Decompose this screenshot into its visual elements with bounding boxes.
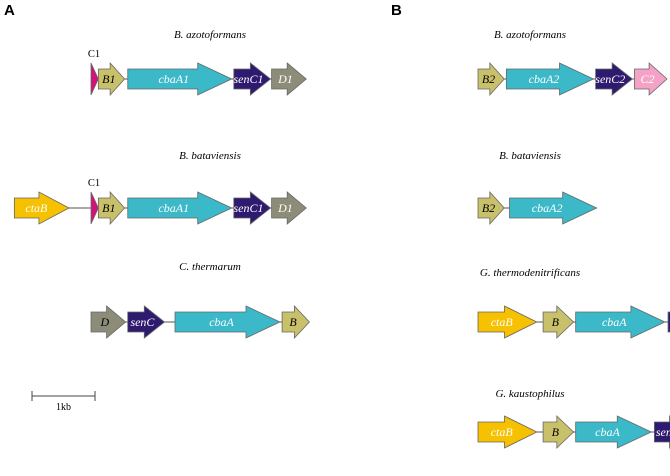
gene-label: ctaB — [491, 315, 514, 329]
species-name: G. thermodenitrificans — [480, 267, 580, 279]
gene-arrow-d1 — [271, 191, 307, 225]
gene-label: cbaA1 — [158, 72, 189, 86]
species-name: G. kaustophilus — [495, 388, 564, 400]
gene-arrow-d — [90, 305, 127, 339]
gene-label: ctaB — [25, 201, 48, 215]
gene-cluster: G. kaustophilusctaBBcbaAsenCC — [477, 388, 670, 449]
gene-arrow-cbaa — [174, 305, 281, 339]
species-name: B. azotoformans — [174, 29, 246, 41]
gene-arrow-ctab — [477, 415, 538, 449]
gene-above-label: C1 — [88, 49, 100, 60]
gene-arrow-cbaa2 — [505, 62, 595, 96]
gene-arrow-b — [542, 305, 575, 339]
gene-arrow-cbaa — [575, 415, 653, 449]
species-name: B. bataviensis — [179, 150, 241, 162]
gene-label: senC1 — [234, 72, 264, 86]
gene-label: cbaA2 — [529, 72, 560, 86]
gene-arrow-c2 — [634, 62, 668, 96]
gene-arrow-cbaa1 — [127, 191, 233, 225]
gene-label: B — [552, 315, 560, 329]
gene-label: B1 — [102, 72, 115, 86]
species-name: B. bataviensis — [499, 150, 561, 162]
gene-label: ctaB — [491, 425, 514, 439]
gene-cluster: G. thermodenitrificansctaBBcbaAsenCC — [477, 267, 670, 339]
gene-label: B2 — [482, 72, 495, 86]
gene-arrow-c1 — [90, 191, 99, 225]
gene-label: senC — [656, 425, 670, 439]
species-name: B. azotoformans — [494, 29, 566, 41]
gene-label: cbaA — [602, 315, 627, 329]
gene-label: cbaA — [595, 425, 620, 439]
gene-label: D1 — [277, 72, 293, 86]
gene-label: D1 — [277, 201, 293, 215]
gene-arrow-b2 — [477, 190, 505, 226]
gene-arrow-senc1 — [233, 191, 272, 225]
gene-arrow-b1 — [97, 190, 126, 226]
gene-label: cbaA2 — [532, 201, 563, 215]
gene-arrow-c1 — [90, 62, 99, 96]
gene-arrow-senc2 — [595, 62, 633, 96]
gene-label: senC1 — [234, 201, 264, 215]
gene-label: senC — [130, 315, 155, 329]
gene-arrow-ctab — [13, 191, 70, 225]
gene-arrow-cbaa2 — [509, 191, 598, 225]
gene-arrow-ctab — [477, 305, 538, 339]
gene-label: cbaA1 — [158, 201, 189, 215]
gene-arrow-cbaa1 — [127, 62, 233, 96]
panel-a-label: A — [4, 2, 15, 19]
panel-b-label: B — [391, 2, 402, 19]
gene-label: B1 — [102, 201, 115, 215]
gene-arrow-cbaa — [575, 305, 666, 339]
gene-label: B2 — [482, 201, 495, 215]
gene-label: B — [289, 315, 297, 329]
gene-label: senC2 — [595, 72, 625, 86]
gene-label: cbaA — [209, 315, 234, 329]
gene-above-label: C1 — [88, 178, 100, 189]
scale-bar: 1kb — [31, 391, 96, 413]
species-name: C. thermarum — [179, 261, 241, 273]
gene-arrow-senc1 — [233, 62, 272, 96]
gene-arrow-senc — [127, 305, 166, 339]
gene-label: C2 — [640, 72, 654, 86]
gene-arrow-b — [542, 415, 575, 449]
gene-arrow-d1 — [271, 62, 307, 96]
scale-bar-label: 1kb — [56, 402, 71, 413]
gene-arrow-b2 — [477, 61, 505, 97]
gene-arrow-b — [281, 304, 310, 340]
gene-label: B — [552, 425, 560, 439]
gene-label: D — [100, 315, 110, 329]
gene-arrow-b1 — [97, 61, 126, 97]
